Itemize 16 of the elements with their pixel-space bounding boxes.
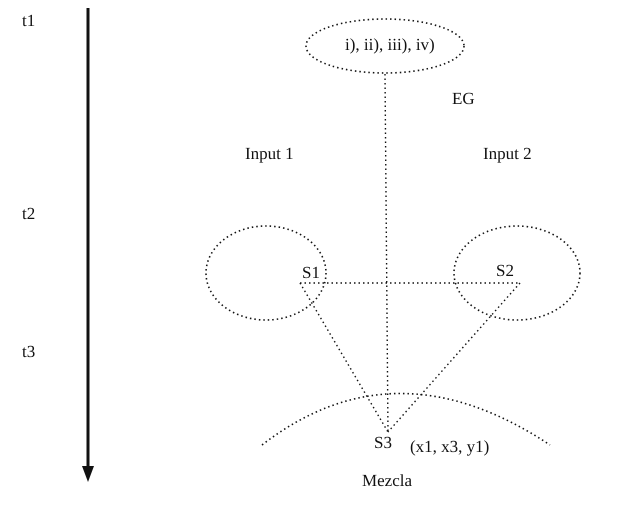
node-caption: EG <box>452 90 475 107</box>
node-label: Input 2 <box>483 145 532 162</box>
time-label: t3 <box>22 343 36 360</box>
dotted-line <box>300 282 520 284</box>
time-label: (x1, x3, y1) <box>410 438 490 455</box>
vertex-label: S3 <box>374 434 392 451</box>
dotted-line <box>299 282 389 432</box>
dotted-line <box>387 282 521 432</box>
time-label: t1 <box>22 12 36 29</box>
vertex-label: S1 <box>302 264 320 281</box>
vertex-label: S2 <box>496 262 514 279</box>
node-label: Mezcla <box>362 472 412 489</box>
time-label: t2 <box>22 205 36 222</box>
node-label: i), ii), iii), iv) <box>345 36 435 53</box>
node-label: Input 1 <box>245 145 294 162</box>
dotted-line <box>384 74 389 432</box>
